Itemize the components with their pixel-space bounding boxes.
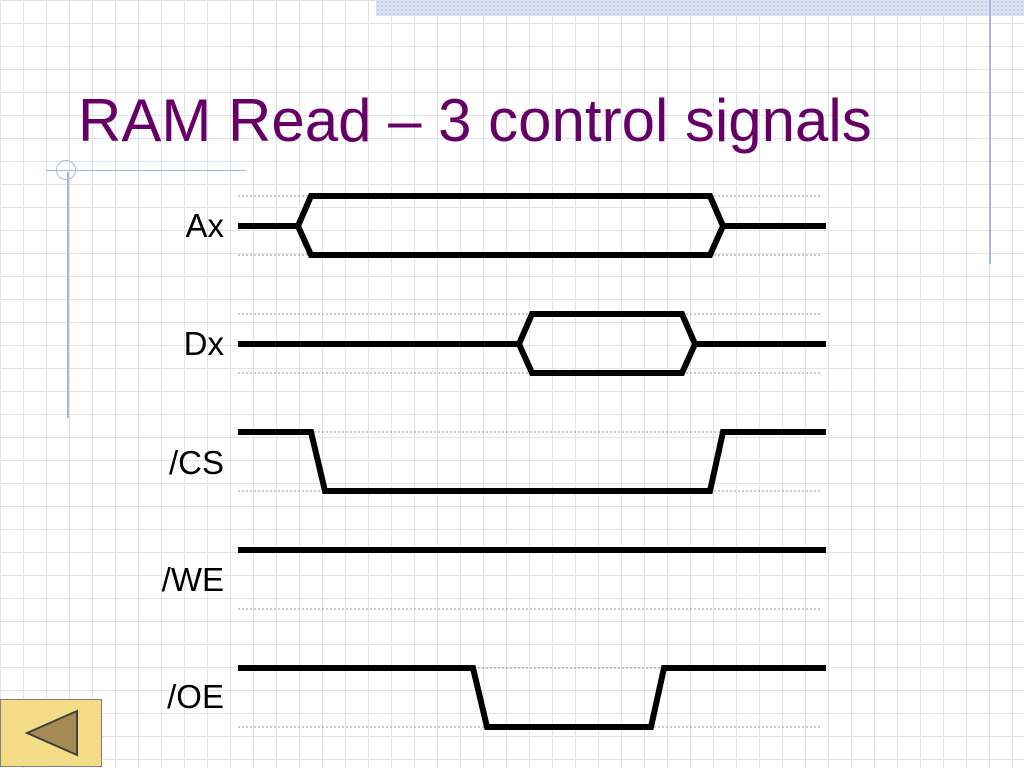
signal-label-ax: Ax: [185, 207, 224, 244]
waveform-cs: [238, 429, 826, 494]
reference-guides: [238, 195, 822, 728]
previous-slide-button[interactable]: [0, 699, 102, 767]
top-decorative-band: [376, 0, 1024, 16]
triangle-left-icon: [24, 709, 78, 757]
left-decorative-rule: [67, 172, 69, 418]
title-underline-rule: [46, 170, 246, 171]
signal-label-dx: Dx: [183, 325, 224, 362]
slide-title: RAM Read – 3 control signals: [78, 87, 872, 154]
waveforms: [238, 193, 826, 730]
waveform-ax: [238, 193, 826, 258]
waveform-dx: [238, 311, 826, 376]
signal-label-cs: /CS: [168, 444, 224, 481]
crosshair-icon: [56, 160, 76, 180]
waveform-oe: [238, 665, 826, 730]
signal-label-oe: /OE: [167, 678, 224, 715]
right-decorative-rule: [989, 0, 991, 264]
signal-label-we: /WE: [161, 561, 224, 598]
